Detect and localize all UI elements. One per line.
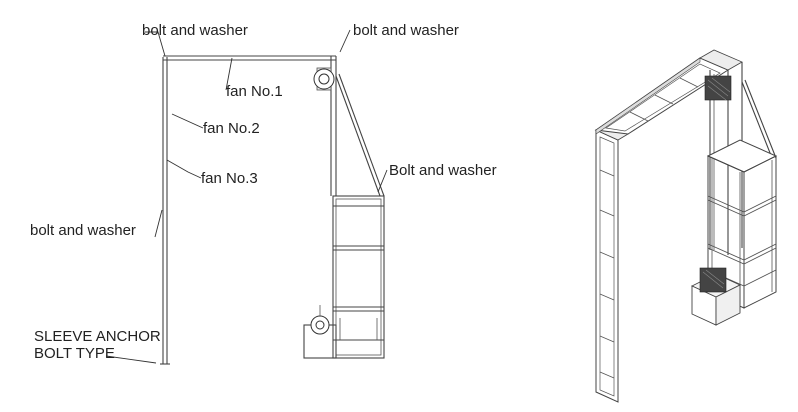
callout-fan-3: fan No.3 bbox=[201, 170, 258, 187]
iso-top-fan-icon bbox=[704, 75, 732, 101]
callout-anchor-line1: SLEEVE ANCHOR bbox=[34, 328, 161, 345]
callout-fan-2: fan No.2 bbox=[203, 120, 260, 137]
bottom-fan-unit-icon bbox=[303, 305, 337, 359]
isometric-view-drawing bbox=[594, 49, 778, 403]
front-view-drawing bbox=[160, 55, 385, 365]
callout-bolt-right: Bolt and washer bbox=[389, 162, 497, 179]
callout-bolt-left: bolt and washer bbox=[30, 222, 136, 239]
callout-anchor-line2: BOLT TYPE bbox=[34, 345, 115, 362]
callout-fan-1: fan No.1 bbox=[226, 83, 283, 100]
leader-lines bbox=[105, 29, 388, 364]
callout-bolt-top-left: bolt and washer bbox=[142, 22, 248, 39]
callouts: bolt and washer bolt and washer fan No.1… bbox=[30, 22, 497, 362]
callout-bolt-top-right: bolt and washer bbox=[353, 22, 459, 39]
iso-bottom-fan-box-icon bbox=[690, 267, 742, 326]
fan-pulley-icon bbox=[313, 67, 335, 91]
